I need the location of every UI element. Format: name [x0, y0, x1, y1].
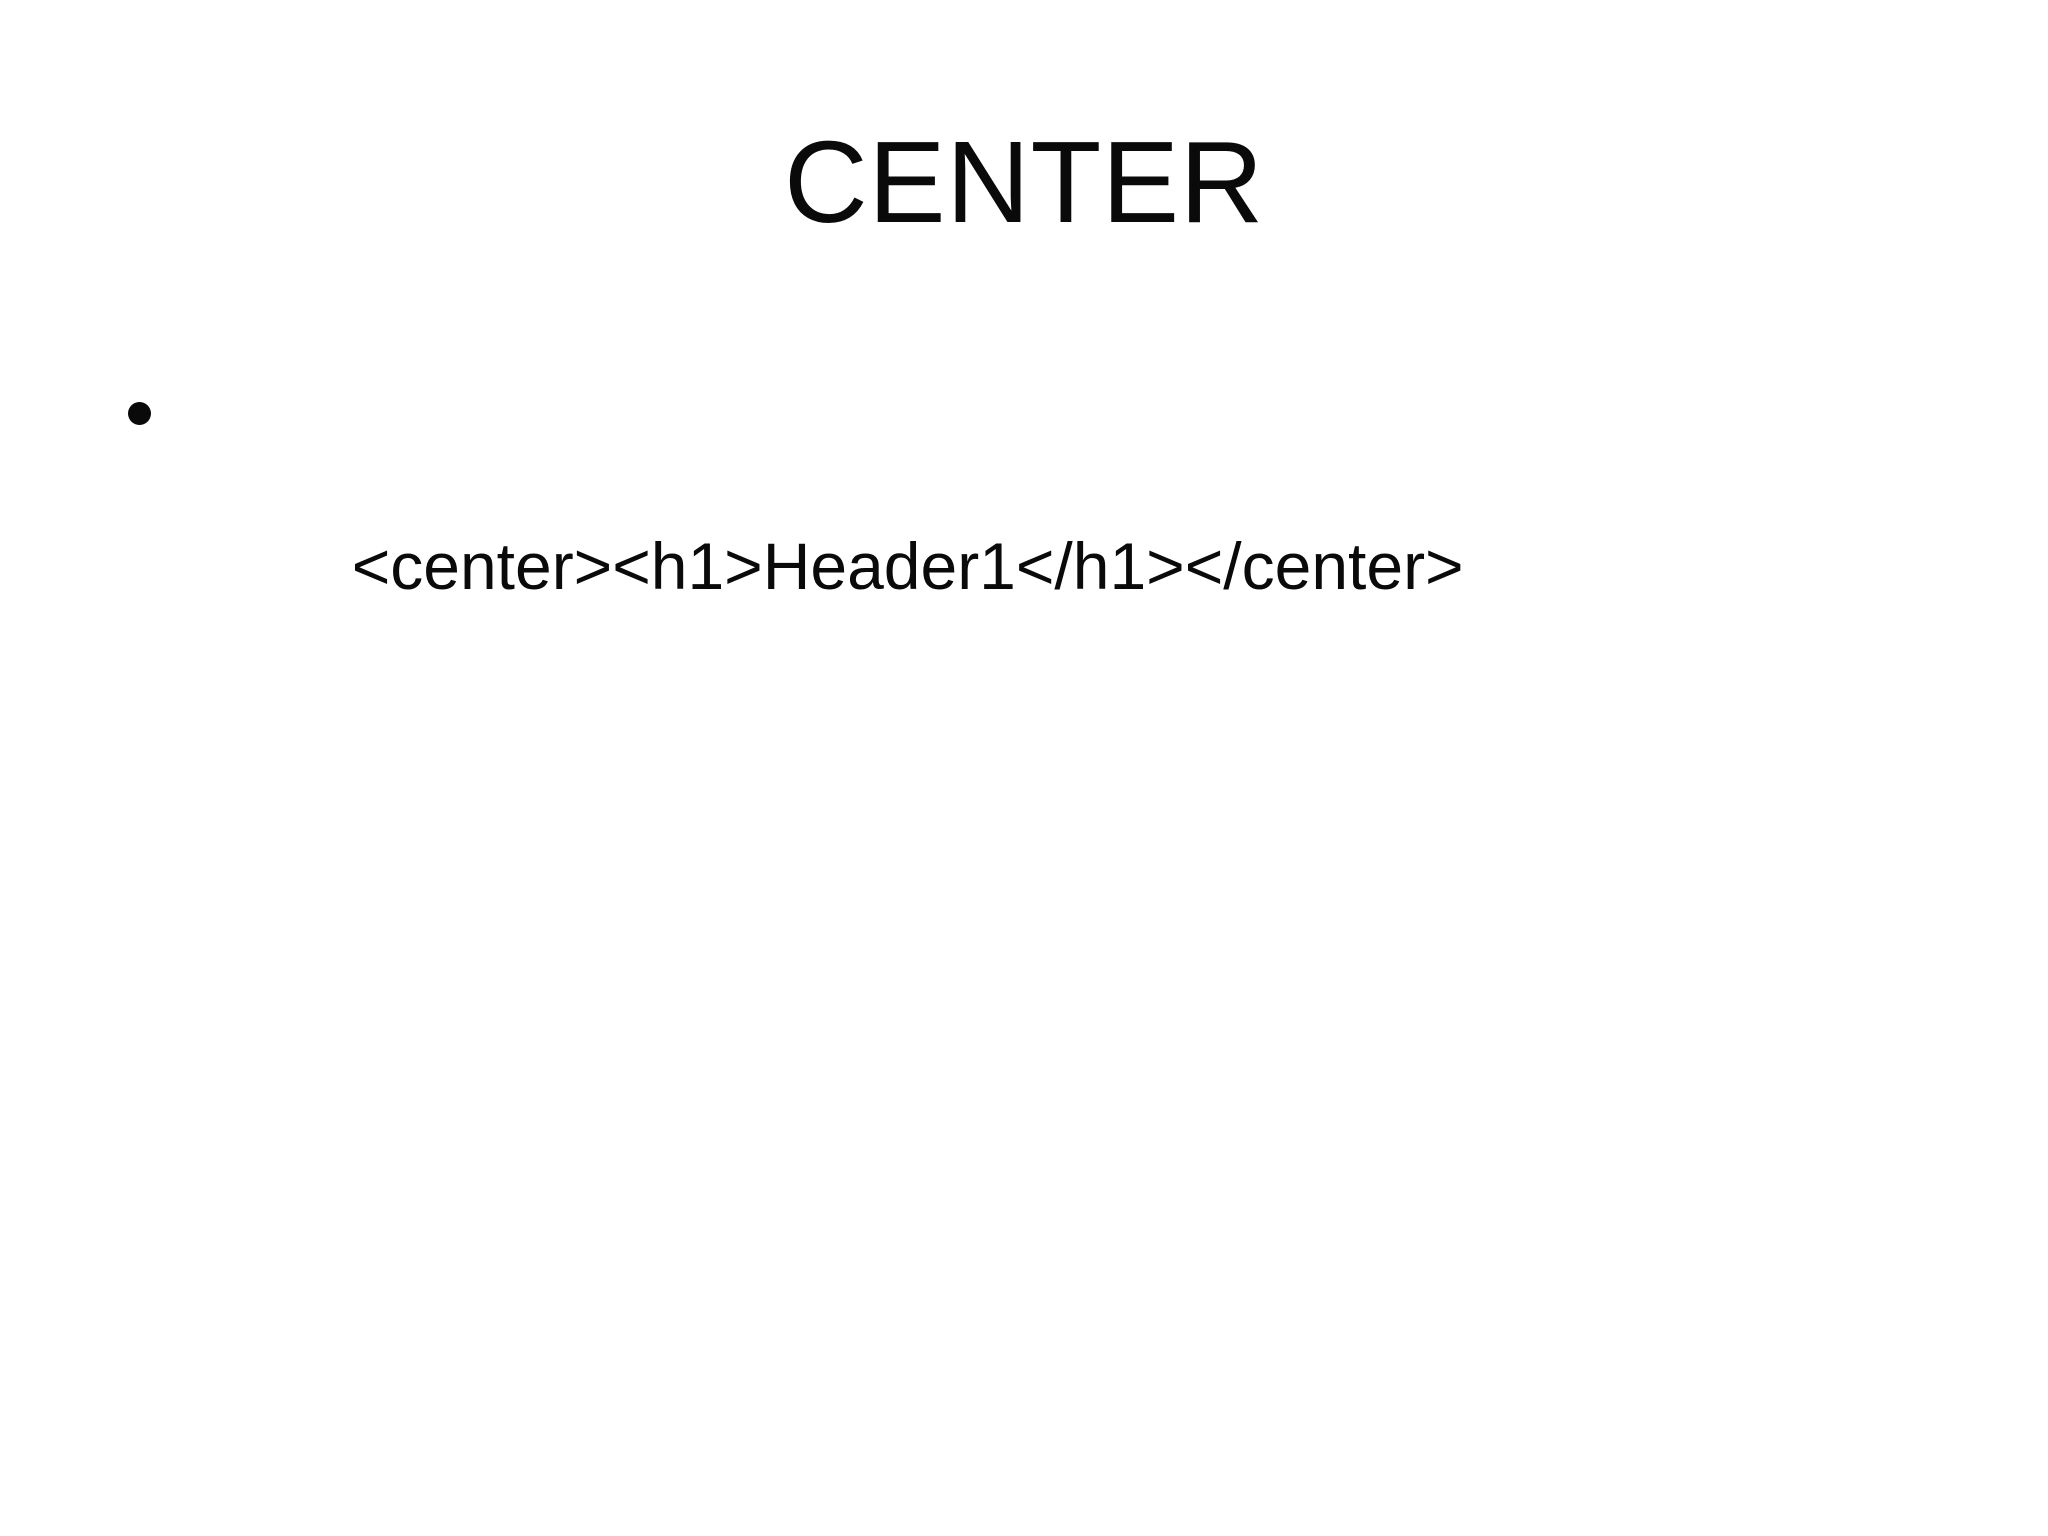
bullet-list: <center><h1>Header1</h1></center> [120, 372, 1930, 684]
bullet-dot-icon [128, 402, 151, 426]
body-placeholder: <center><h1>Header1</h1></center> [120, 372, 1930, 702]
list-item-label: <center><h1>Header1</h1></center> [351, 528, 1464, 603]
list-item: <center><h1>Header1</h1></center> [120, 372, 1930, 684]
page-title: CENTER [784, 117, 1264, 247]
